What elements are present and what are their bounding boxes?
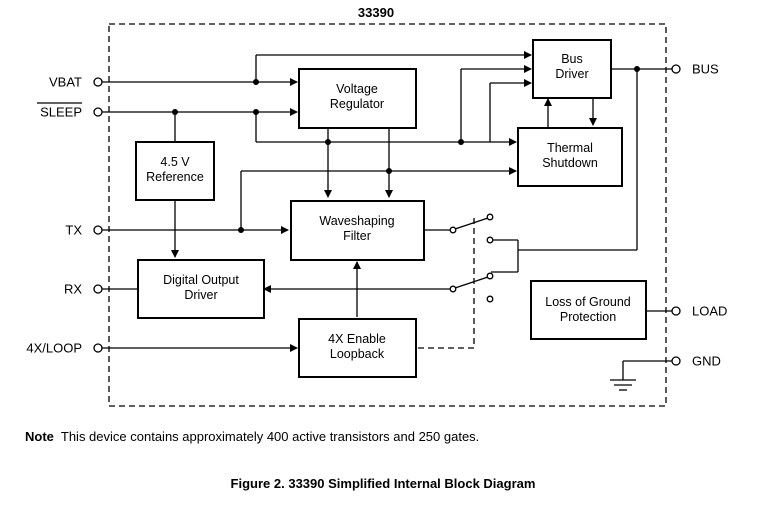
pin-label-rx: RX (64, 282, 82, 297)
thermal-shutdown-block: Thermal Shutdown (517, 127, 623, 187)
device-label: 33390 (358, 5, 394, 20)
pin-load (671, 306, 681, 316)
block-label: Protection (560, 310, 616, 324)
reference-block: 4.5 V Reference (135, 141, 215, 201)
block-label: Reference (146, 170, 204, 184)
block-label: Digital Output (163, 273, 239, 287)
pin-label-loop: 4X/LOOP (26, 341, 82, 356)
block-label: Bus (561, 52, 583, 66)
junction-dot (634, 66, 640, 72)
waveshaping-filter-block: Waveshaping Filter (290, 200, 425, 261)
voltage-regulator-block: Voltage Regulator (298, 68, 417, 129)
block-label: Loopback (330, 347, 385, 361)
block-label: Regulator (330, 97, 384, 111)
block-label: Driver (555, 67, 588, 81)
block-label: Voltage (336, 82, 378, 96)
block-label: Filter (343, 229, 371, 243)
pin-label-load: LOAD (692, 304, 727, 319)
junction-dot (238, 227, 244, 233)
pin-rx (93, 284, 103, 294)
note-label: Note (25, 429, 54, 444)
junction-dot (253, 109, 259, 115)
device-note: Note This device contains approximately … (25, 429, 479, 444)
pin-bus (671, 64, 681, 74)
block-label: Driver (184, 288, 217, 302)
block-label: Shutdown (542, 156, 598, 170)
pin-label-vbat: VBAT (49, 75, 82, 90)
block-label: Loss of Ground (545, 295, 631, 309)
pin-label-bus: BUS (692, 62, 719, 77)
switch-contact (486, 295, 494, 303)
junction-dot (325, 139, 331, 145)
switch-contact (449, 285, 457, 293)
junction-dot (458, 139, 464, 145)
block-label: Waveshaping (319, 214, 394, 228)
pin-loop (93, 343, 103, 353)
pin-vbat (93, 77, 103, 87)
junction-dot (386, 168, 392, 174)
switch-contact (449, 226, 457, 234)
pin-label-sleep: SLEEP (40, 105, 82, 120)
pin-label-tx: TX (65, 223, 82, 238)
switch-contact (486, 272, 494, 280)
figure-caption: Figure 2. 33390 Simplified Internal Bloc… (230, 476, 536, 491)
note-text: This device contains approximately 400 a… (60, 429, 480, 444)
pin-sleep (93, 107, 103, 117)
pin-tx (93, 225, 103, 235)
block-label: 4.5 V (160, 155, 190, 169)
switch-contact (486, 213, 494, 221)
pin-label-gnd: GND (692, 354, 721, 369)
pin-gnd (671, 356, 681, 366)
junction-dot (253, 79, 259, 85)
junction-dot (172, 109, 178, 115)
block-label: Thermal (547, 141, 593, 155)
loss-of-ground-protection-block: Loss of Ground Protection (530, 280, 647, 340)
loopback-block: 4X Enable Loopback (298, 318, 417, 378)
switch-contact (486, 236, 494, 244)
block-label: 4X Enable (328, 332, 386, 346)
digital-output-driver-block: Digital Output Driver (137, 259, 265, 319)
bus-driver-block: Bus Driver (532, 39, 612, 99)
